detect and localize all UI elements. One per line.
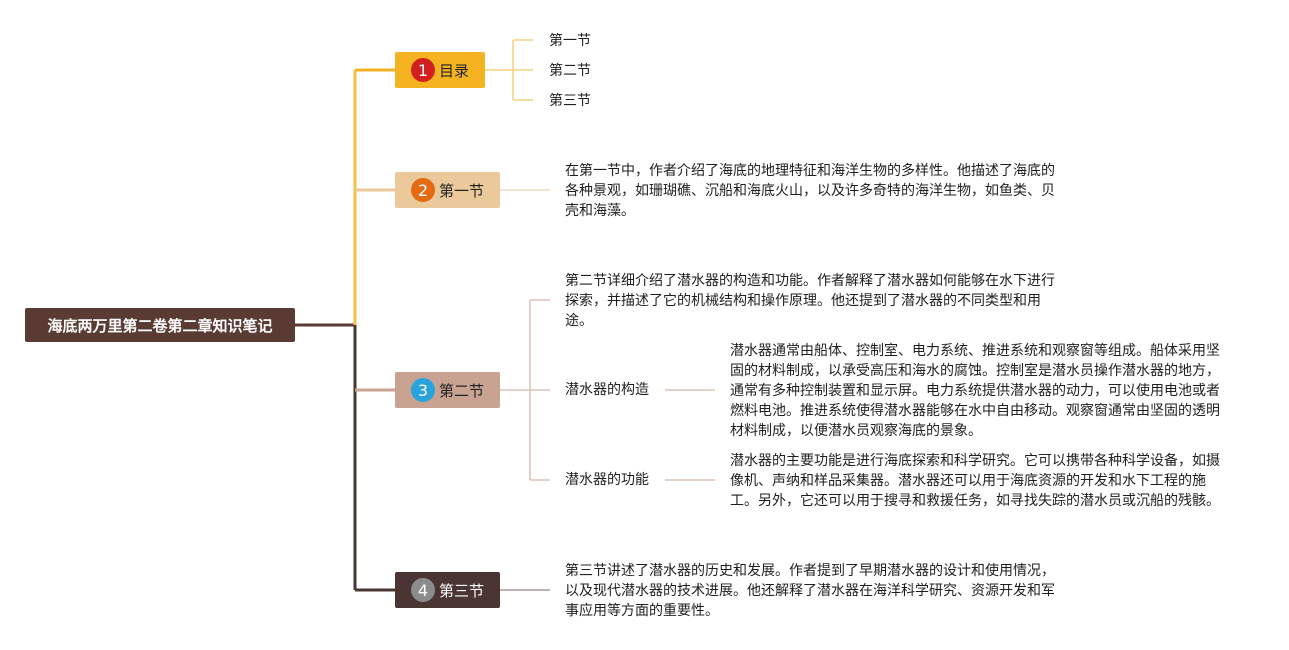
function-detail[interactable]: 潜水器的主要功能是进行海底探索和科学研究。它可以携带各种科学设备，如摄像机、声纳… bbox=[730, 453, 1220, 509]
branch-section-1[interactable]: 2 第一节 bbox=[395, 172, 500, 208]
toc-item[interactable]: 第二节 bbox=[549, 63, 591, 79]
branch-section-3[interactable]: 4 第三节 bbox=[395, 572, 500, 608]
branch-label: 目录 bbox=[438, 61, 469, 80]
number-4-icon: 4 bbox=[410, 578, 435, 602]
section2-connector bbox=[500, 299, 550, 481]
toc-item[interactable]: 第三节 bbox=[549, 93, 591, 109]
branch-toc[interactable]: 1 目录 bbox=[395, 52, 485, 88]
toc-connector bbox=[485, 39, 533, 101]
subtopic-structure[interactable]: 潜水器的构造 bbox=[565, 382, 649, 398]
branch-label: 第一节 bbox=[438, 181, 484, 200]
branch-label: 第三节 bbox=[438, 581, 484, 600]
number-3-icon: 3 bbox=[410, 378, 435, 402]
branch-section-2[interactable]: 3 第二节 bbox=[395, 372, 500, 408]
section-3-summary[interactable]: 第三节讲述了潜水器的历史和发展。作者提到了早期潜水器的设计和使用情况，以及现代潜… bbox=[565, 563, 1055, 619]
section-1-summary[interactable]: 在第一节中，作者介绍了海底的地理特征和海洋生物的多样性。他描述了海底的各种景观，… bbox=[565, 163, 1055, 219]
number-2-icon: 2 bbox=[410, 178, 435, 202]
branch-label: 第二节 bbox=[438, 381, 484, 400]
number-1-icon: 1 bbox=[410, 58, 435, 82]
structure-detail[interactable]: 潜水器通常由船体、控制室、电力系统、推进系统和观察窗等组成。船体采用坚固的材料制… bbox=[730, 343, 1220, 439]
subtopic-function[interactable]: 潜水器的功能 bbox=[565, 472, 649, 488]
section-2-summary[interactable]: 第二节详细介绍了潜水器的构造和功能。作者解释了潜水器如何能够在水下进行探索，并描… bbox=[565, 273, 1055, 329]
root-topic[interactable]: 海底两万里第二卷第二章知识笔记 bbox=[25, 308, 295, 342]
toc-item[interactable]: 第一节 bbox=[549, 33, 591, 49]
